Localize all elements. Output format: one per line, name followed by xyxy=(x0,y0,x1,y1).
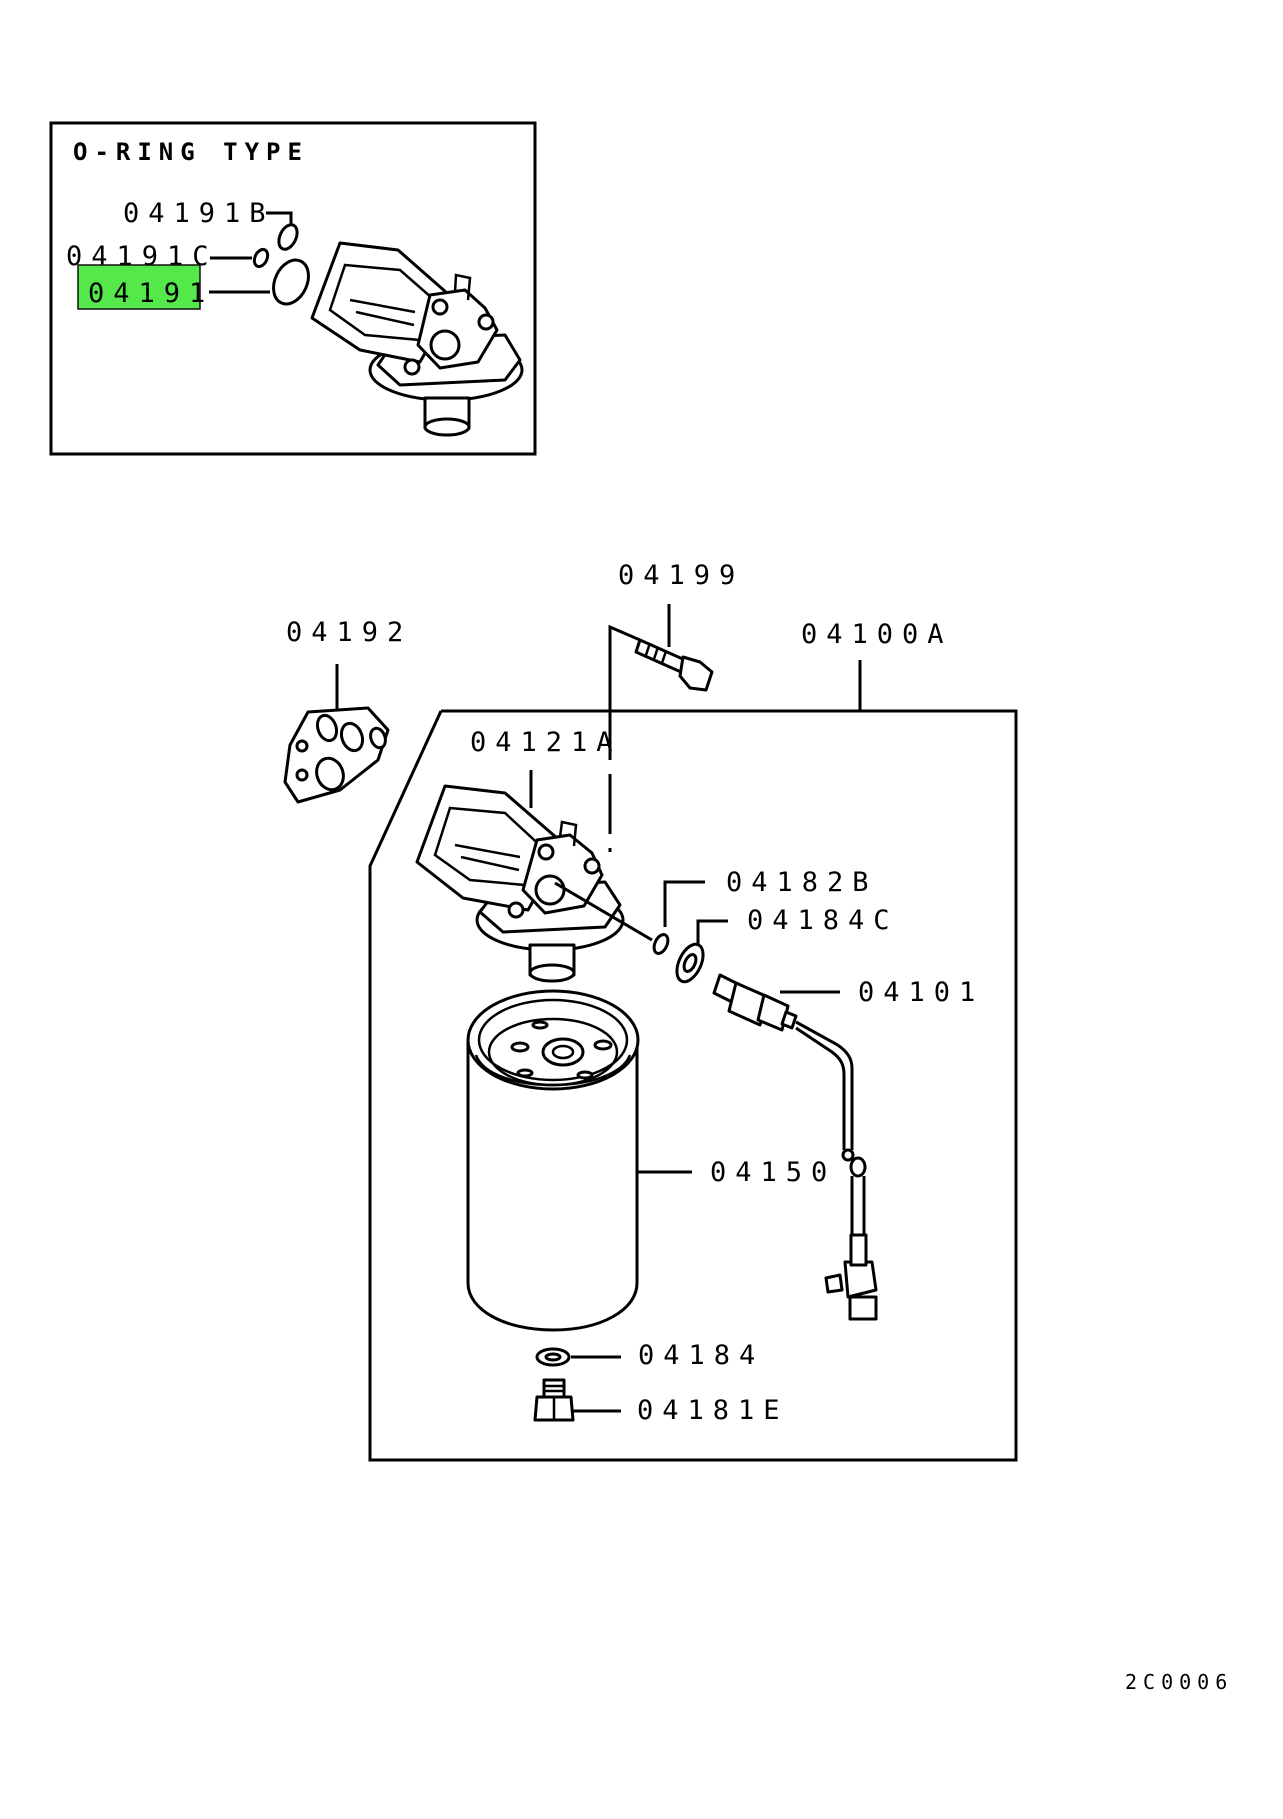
label-04191B[interactable]: 04191B xyxy=(123,198,275,229)
leader-04182B xyxy=(663,880,705,927)
oring-04191 xyxy=(272,258,310,306)
label-04199[interactable]: 04199 xyxy=(618,560,744,591)
washer-04184C-hole xyxy=(682,953,698,973)
drain-plug-04181E xyxy=(533,1378,575,1422)
filter-head-inset xyxy=(310,241,524,437)
oring-04191C xyxy=(252,247,270,269)
bolt-guide-path xyxy=(608,624,641,700)
washer-04184-hole xyxy=(544,1352,562,1362)
label-04191[interactable]: 04191 xyxy=(88,278,214,309)
label-04100A[interactable]: 04100A xyxy=(801,619,953,650)
label-04184[interactable]: 04184 xyxy=(638,1340,764,1371)
filter-cartridge-04150 xyxy=(466,989,640,1332)
label-04182B[interactable]: 04182B xyxy=(726,867,878,898)
oring-04191B xyxy=(277,223,299,251)
label-04150[interactable]: 04150 xyxy=(710,1157,836,1188)
inset-title: O-RING TYPE xyxy=(73,138,309,166)
inset-frame xyxy=(49,121,537,456)
drawing-code: 2C0006 xyxy=(1125,1670,1233,1694)
sensor-04101 xyxy=(712,973,878,1321)
oring-04182B xyxy=(652,933,670,955)
label-04192[interactable]: 04192 xyxy=(286,617,412,648)
oring-inset: O-RING TYPE 04191B 04191C 04191 xyxy=(49,121,537,456)
leader-04184C xyxy=(696,919,728,946)
leader-04191B xyxy=(266,211,293,224)
highlight-box xyxy=(77,264,201,310)
label-04184C[interactable]: 04184C xyxy=(747,905,899,936)
main-assembly: 04192 04199 04100A 04121A xyxy=(283,560,1018,1462)
label-04101[interactable]: 04101 xyxy=(858,977,984,1008)
label-04181E[interactable]: 04181E xyxy=(637,1395,789,1426)
assembly-frame xyxy=(368,709,1018,1462)
sensor-axis xyxy=(554,881,653,942)
callout-04191-highlighted[interactable]: 04191 xyxy=(77,264,214,310)
gasket-04192 xyxy=(283,706,390,804)
label-04121A[interactable]: 04121A xyxy=(470,727,622,758)
bolt-04199 xyxy=(634,638,714,692)
filter-head-04121A xyxy=(415,784,625,983)
